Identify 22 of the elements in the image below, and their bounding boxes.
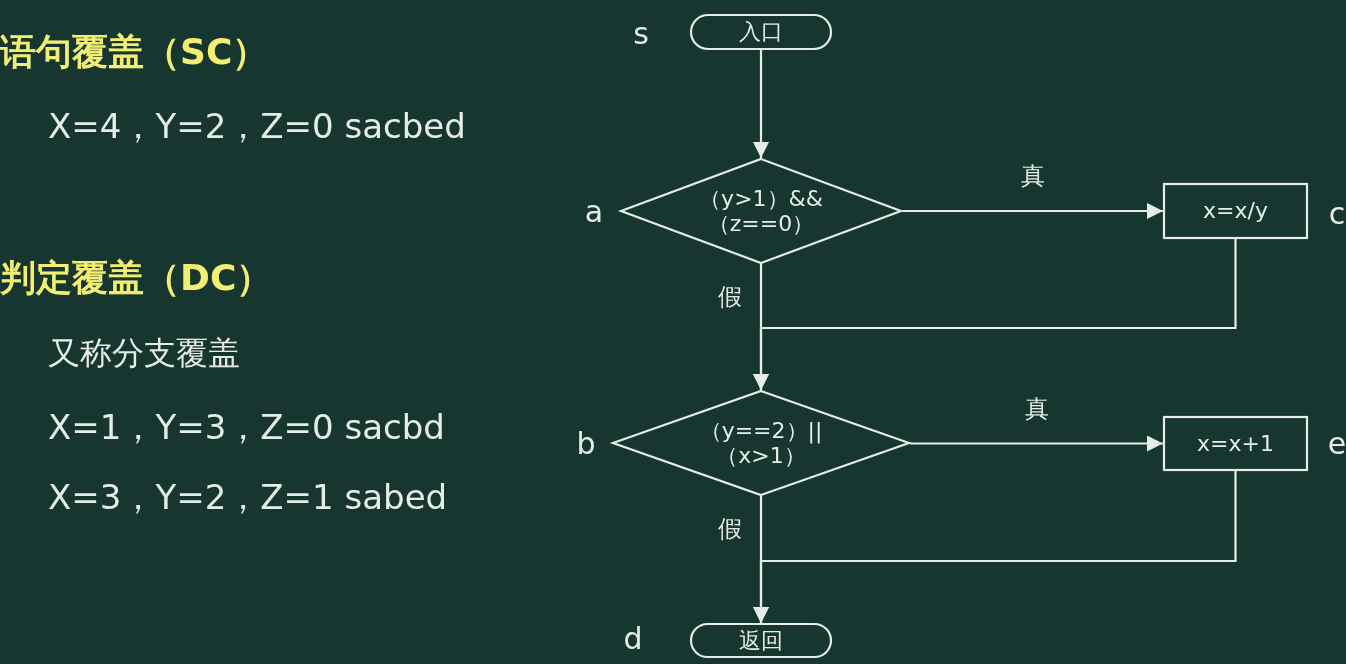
arrow xyxy=(910,435,1163,452)
terminal-box: 返回 xyxy=(690,623,832,658)
process-box: x=x+1 xyxy=(1163,416,1308,471)
terminal-box: 入口 xyxy=(690,14,832,50)
node-letter: c xyxy=(1328,195,1346,231)
arrow xyxy=(753,471,1237,623)
node-letter: b xyxy=(576,425,596,461)
arrow xyxy=(753,50,769,158)
node-letter: d xyxy=(623,620,643,656)
node-letter: s xyxy=(633,15,649,51)
node-letter: a xyxy=(584,193,604,229)
decision-diamond: （y==2）|| （x>1） xyxy=(612,390,910,496)
arrow xyxy=(902,203,1163,219)
process-box: x=x/y xyxy=(1163,183,1308,239)
decision-diamond: （y>1）&& （z==0） xyxy=(620,158,902,264)
text-line: X=4，Y=2，Z=0 sacbed xyxy=(48,105,466,148)
arrow xyxy=(753,239,1237,390)
text-line: X=3，Y=2，Z=1 sabed xyxy=(48,476,448,519)
node-letter: e xyxy=(1327,425,1346,461)
text-line: X=1，Y=3，Z=0 sacbd xyxy=(48,406,445,449)
section-heading: 语句覆盖（SC） xyxy=(0,29,269,74)
text-line: 又称分支覆盖 xyxy=(48,333,240,374)
